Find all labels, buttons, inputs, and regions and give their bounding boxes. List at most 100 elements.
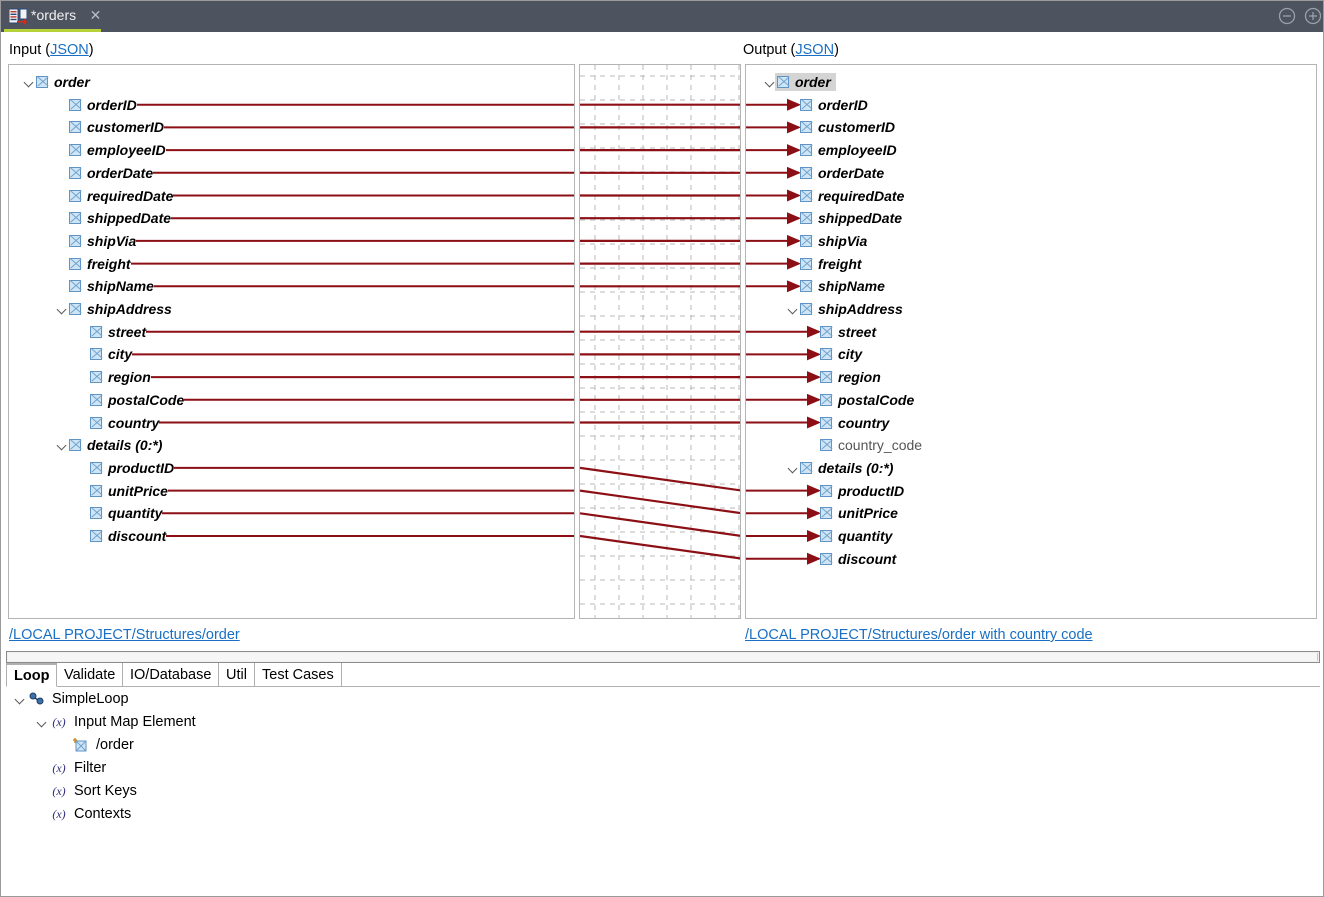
checkbox-icon[interactable] — [69, 98, 81, 111]
input-tree-row-unitprice[interactable]: unitPrice — [76, 480, 168, 502]
output-tree-row-discount[interactable]: discount — [806, 548, 896, 570]
output-tree-row-shipvia[interactable]: shipVia — [786, 230, 867, 252]
checkbox-icon[interactable] — [69, 280, 81, 293]
input-tree-row-shippeddate[interactable]: shippedDate — [55, 207, 171, 229]
output-tree-row-postalcode[interactable]: postalCode — [806, 389, 914, 411]
output-tree-row-city[interactable]: city — [806, 343, 862, 365]
tab-loop[interactable]: Loop — [6, 663, 58, 687]
output-tree-row-country[interactable]: country — [806, 412, 889, 434]
loop-tree-row-input-map-element[interactable]: (x)Input Map Element — [35, 711, 195, 733]
input-tree-row-details-0[interactable]: details (0:*) — [55, 434, 162, 456]
input-tree-row-street[interactable]: street — [76, 321, 146, 343]
loop-tree-row-simpleloop[interactable]: SimpleLoop — [13, 688, 129, 710]
checkbox-icon[interactable] — [90, 416, 102, 429]
checkbox-icon[interactable] — [90, 530, 102, 542]
input-tree-row-orderid[interactable]: orderID — [55, 94, 137, 116]
loop-tree-row-order[interactable]: /order — [57, 734, 134, 756]
checkbox-icon[interactable] — [90, 371, 102, 384]
chevron-down-icon[interactable] — [786, 461, 800, 475]
output-tree-row-requireddate[interactable]: requiredDate — [786, 185, 904, 207]
chevron-down-icon[interactable] — [763, 75, 777, 89]
checkbox-icon[interactable] — [69, 303, 81, 315]
checkbox-icon[interactable] — [90, 507, 102, 520]
output-tree-row-shipaddress[interactable]: shipAddress — [786, 298, 903, 320]
output-structure-path-link[interactable]: /LOCAL PROJECT/Structures/order with cou… — [745, 627, 1093, 643]
input-tree-row-postalcode[interactable]: postalCode — [76, 389, 184, 411]
input-tree-row-discount[interactable]: discount — [76, 525, 166, 547]
checkbox-icon[interactable] — [820, 393, 832, 406]
output-tree-row-quantity[interactable]: quantity — [806, 525, 892, 547]
input-tree-row-shipvia[interactable]: shipVia — [55, 230, 136, 252]
checkbox-icon[interactable] — [90, 325, 102, 338]
checkbox-icon[interactable] — [800, 121, 812, 134]
input-tree-row-productid[interactable]: productID — [76, 457, 174, 479]
input-tree-row-requireddate[interactable]: requiredDate — [55, 185, 173, 207]
input-tree-row-shipaddress[interactable]: shipAddress — [55, 298, 172, 320]
output-tree-row-customerid[interactable]: customerID — [786, 116, 895, 138]
input-tree-row-customerid[interactable]: customerID — [55, 116, 164, 138]
checkbox-icon[interactable] — [777, 76, 789, 88]
input-tree-row-city[interactable]: city — [76, 343, 132, 365]
chevron-down-icon[interactable] — [55, 302, 69, 316]
input-tree-row-freight[interactable]: freight — [55, 253, 131, 275]
checkbox-icon[interactable] — [90, 484, 102, 497]
checkbox-icon[interactable] — [800, 257, 812, 270]
tab-validate[interactable]: Validate — [57, 663, 124, 687]
chevron-down-icon[interactable] — [22, 75, 36, 89]
input-tree-row-employeeid[interactable]: employeeID — [55, 139, 166, 161]
checkbox-icon[interactable] — [800, 98, 812, 111]
loop-tree-row-filter[interactable]: (x)Filter — [35, 757, 106, 779]
minimize-icon[interactable] — [1277, 6, 1297, 26]
input-tree-row-quantity[interactable]: quantity — [76, 502, 162, 524]
checkbox-icon[interactable] — [820, 348, 832, 361]
checkbox-icon[interactable] — [820, 416, 832, 429]
checkbox-icon[interactable] — [800, 303, 812, 315]
checkbox-icon[interactable] — [820, 484, 832, 497]
loop-tree-row-contexts[interactable]: (x)Contexts — [35, 803, 131, 825]
output-tree-row-shipname[interactable]: shipName — [786, 275, 885, 297]
checkbox-icon[interactable] — [800, 280, 812, 293]
checkbox-icon[interactable] — [90, 393, 102, 406]
input-tree-row-country[interactable]: country — [76, 412, 159, 434]
chevron-down-icon[interactable] — [13, 692, 27, 706]
checkbox-icon[interactable] — [90, 461, 102, 474]
output-tree-row-order[interactable]: order — [763, 71, 836, 93]
checkbox-icon[interactable] — [69, 121, 81, 134]
checkbox-icon[interactable] — [820, 439, 832, 452]
output-tree-row-country_code[interactable]: country_code — [806, 434, 922, 456]
checkbox-icon[interactable] — [69, 439, 81, 452]
close-icon[interactable]: ✕ — [89, 7, 102, 23]
checkbox-icon[interactable] — [820, 530, 832, 542]
checkbox-icon[interactable] — [69, 166, 81, 179]
checkbox-icon[interactable] — [800, 212, 812, 225]
checkbox-icon[interactable] — [820, 507, 832, 520]
output-tree-row-productid[interactable]: productID — [806, 480, 904, 502]
checkbox-icon[interactable] — [800, 234, 812, 247]
chevron-down-icon[interactable] — [786, 302, 800, 316]
tab-io-database[interactable]: IO/Database — [123, 663, 220, 687]
tab-util[interactable]: Util — [219, 663, 255, 687]
maximize-icon[interactable] — [1303, 6, 1323, 26]
output-tree-row-orderid[interactable]: orderID — [786, 94, 868, 116]
checkbox-icon[interactable] — [69, 189, 81, 202]
input-tree-row-region[interactable]: region — [76, 366, 151, 388]
editor-tab-orders[interactable]: *orders ✕ — [1, 1, 108, 32]
checkbox-icon[interactable] — [800, 166, 812, 179]
output-tree-row-orderdate[interactable]: orderDate — [786, 162, 884, 184]
horizontal-splitter[interactable] — [6, 651, 1320, 663]
output-tree-row-street[interactable]: street — [806, 321, 876, 343]
checkbox-icon[interactable] — [820, 371, 832, 384]
output-tree-row-freight[interactable]: freight — [786, 253, 862, 275]
checkbox-icon[interactable] — [800, 144, 812, 157]
loop-tree-row-sort-keys[interactable]: (x)Sort Keys — [35, 780, 137, 802]
checkbox-icon[interactable] — [69, 212, 81, 225]
output-tree-row-region[interactable]: region — [806, 366, 881, 388]
output-json-link[interactable]: JSON — [795, 42, 835, 58]
tab-test-cases[interactable]: Test Cases — [255, 663, 342, 687]
checkbox-icon[interactable] — [820, 552, 832, 565]
input-structure-path-link[interactable]: /LOCAL PROJECT/Structures/order — [9, 627, 240, 643]
checkbox-icon[interactable] — [800, 461, 812, 474]
